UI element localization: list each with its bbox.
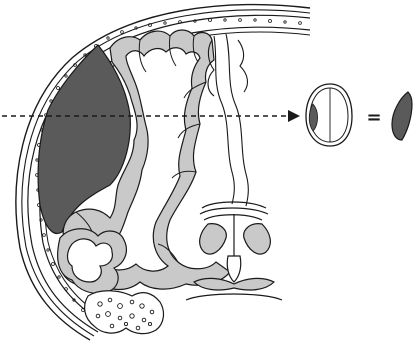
right-lateral-ventricle [244,224,271,254]
axial-skull-outline-icon [306,84,352,146]
third-ventricle [227,256,241,282]
equals-sign: = [366,107,381,128]
temporal-lobe [58,229,127,294]
corpus-callosum [202,202,266,208]
lens-shaped-hematoma-icon [392,92,412,140]
left-lateral-ventricle [200,224,227,254]
central-structures [186,202,282,300]
skull-base [85,291,164,334]
